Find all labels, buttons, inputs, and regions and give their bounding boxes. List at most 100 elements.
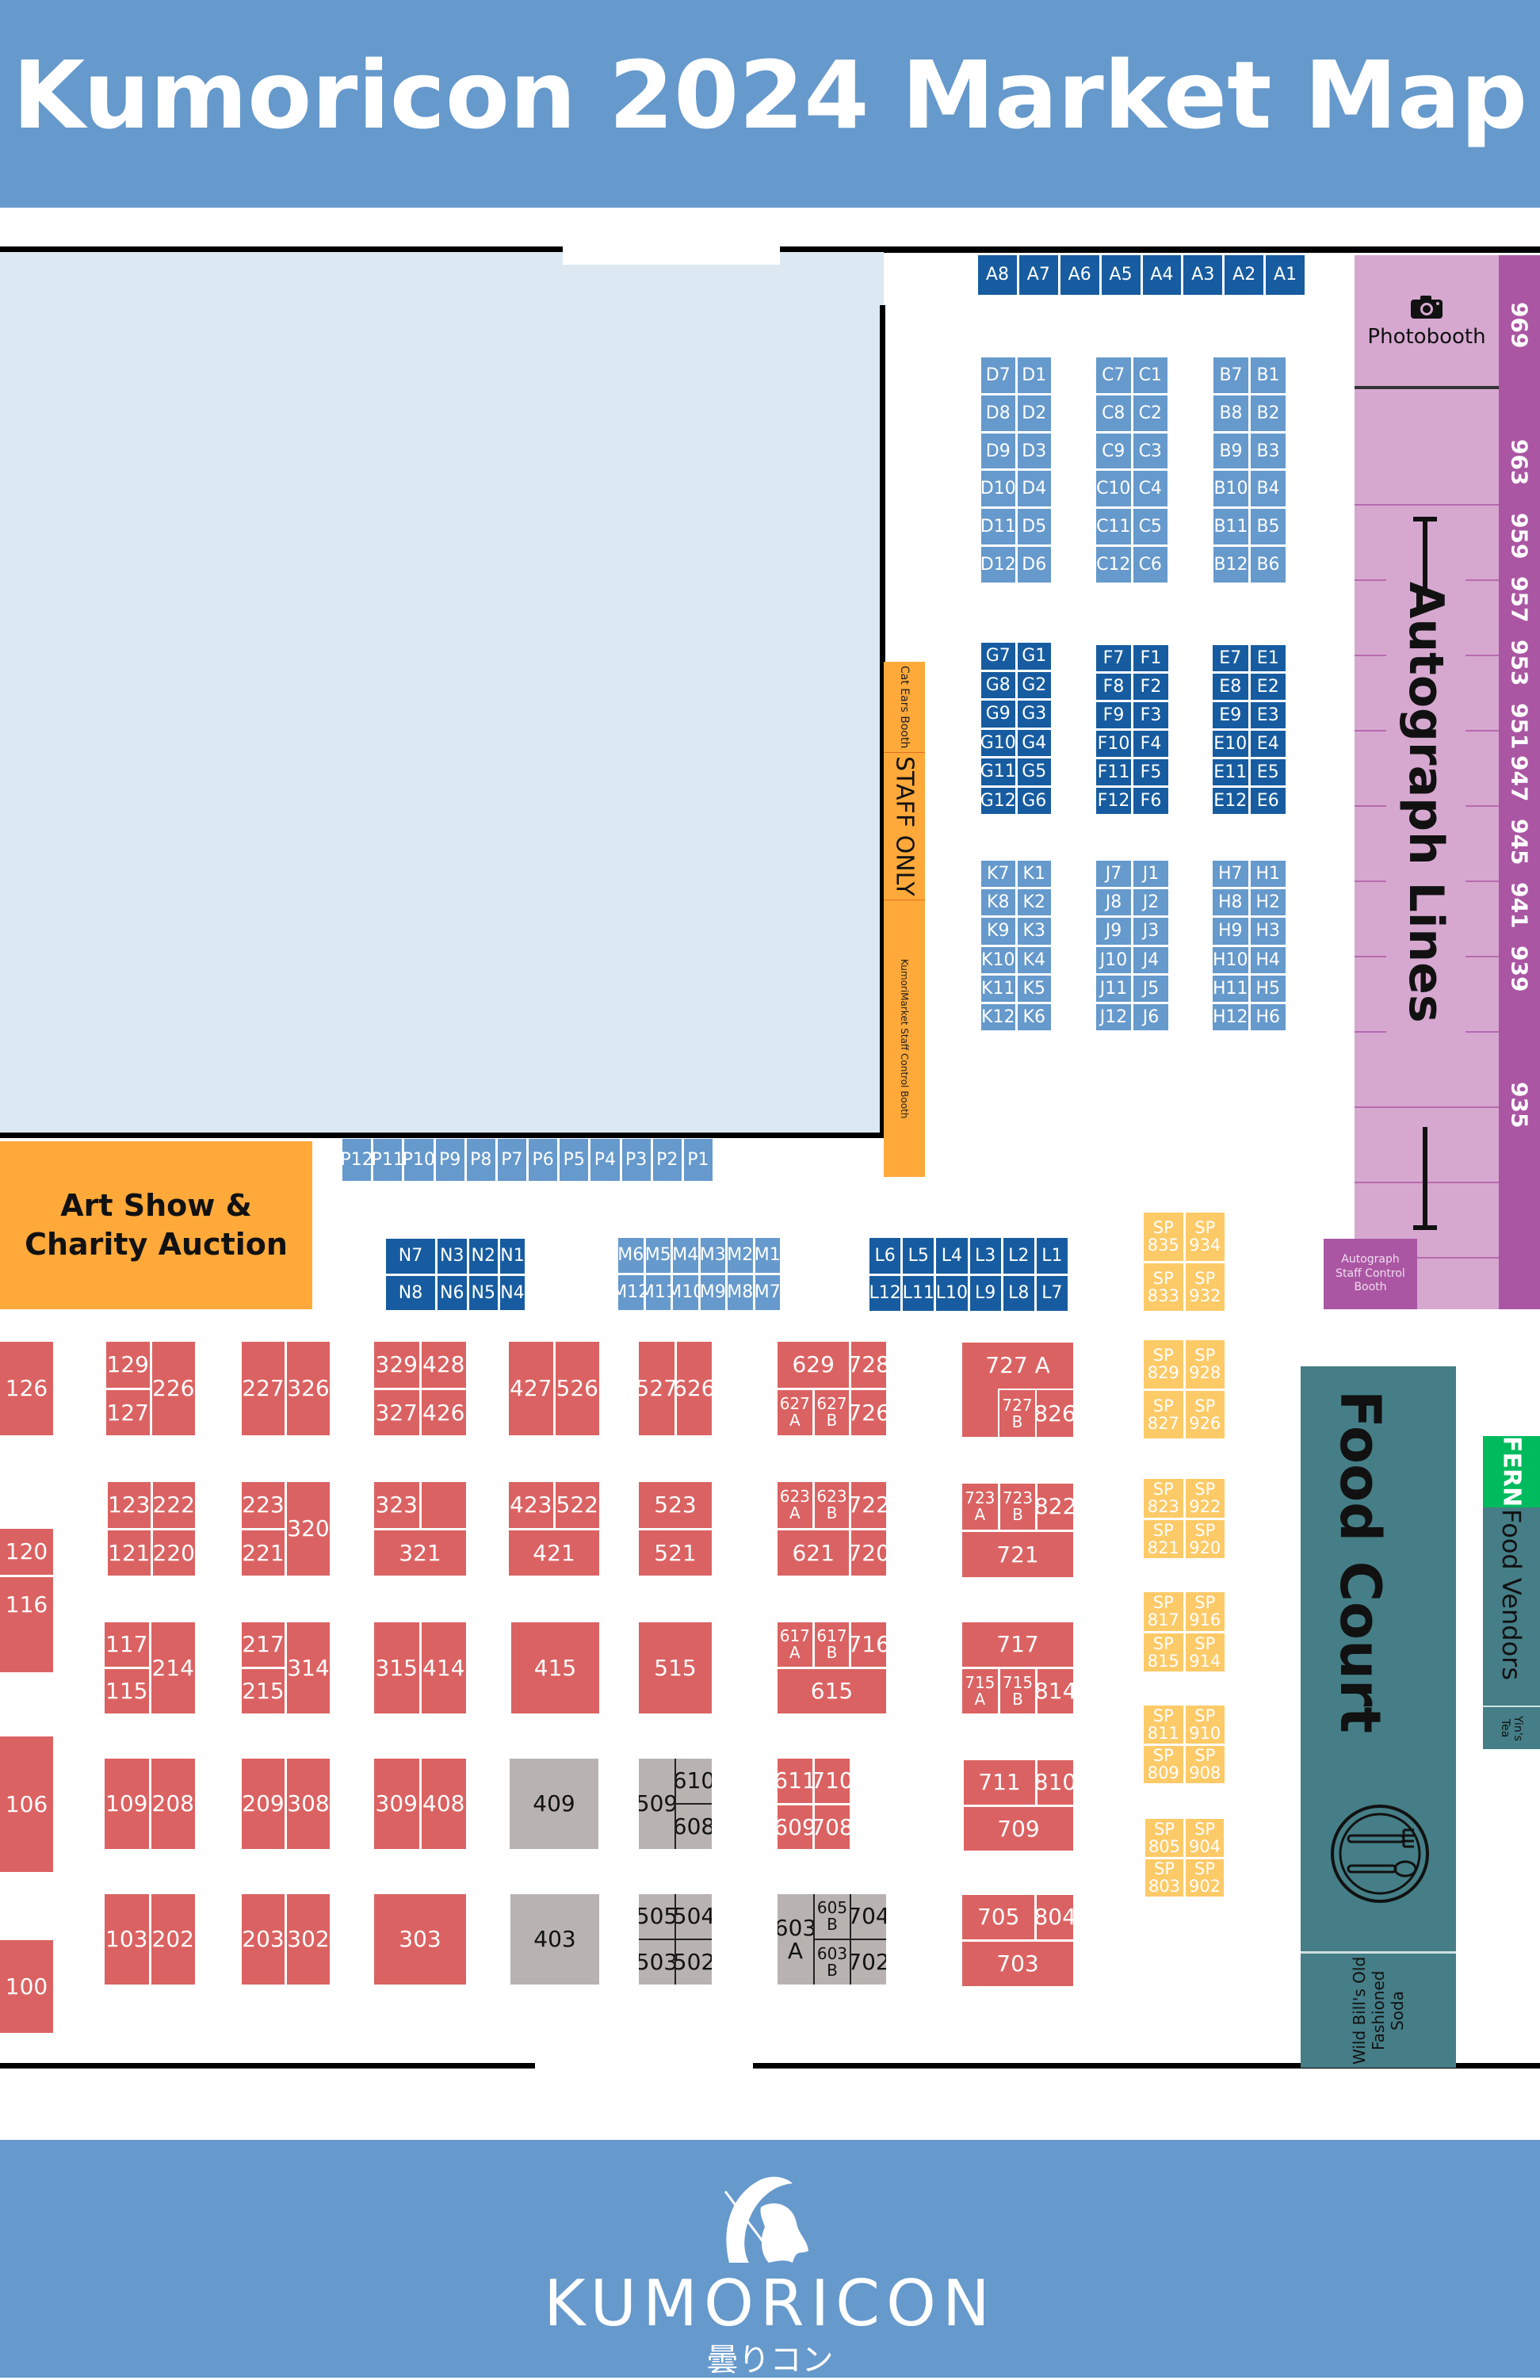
booth[interactable]: H5 <box>1250 975 1286 1002</box>
booth[interactable]: 209 <box>242 1759 285 1849</box>
booth[interactable]: 217 <box>242 1622 285 1667</box>
booth[interactable]: P10 <box>404 1139 434 1181</box>
booth[interactable]: G2 <box>1017 671 1051 698</box>
booth[interactable]: 726 <box>851 1389 886 1435</box>
booth[interactable]: F10 <box>1096 731 1131 757</box>
booth[interactable]: J8 <box>1096 889 1131 916</box>
booth[interactable]: 523 <box>639 1482 712 1528</box>
booth[interactable]: 502 <box>676 1949 712 1976</box>
booth[interactable]: D11 <box>981 509 1015 545</box>
booth[interactable]: F6 <box>1133 788 1168 814</box>
sp-booth[interactable]: SP 805 <box>1145 1819 1183 1857</box>
photobooth[interactable]: Photobooth <box>1355 255 1499 386</box>
booth[interactable]: 326 <box>287 1342 330 1435</box>
booth[interactable]: P9 <box>435 1139 464 1181</box>
booth[interactable]: H10 <box>1213 946 1248 973</box>
booth[interactable]: C3 <box>1133 433 1167 469</box>
booth[interactable]: C1 <box>1133 357 1167 393</box>
sp-booth[interactable]: SP 817 <box>1144 1592 1183 1631</box>
booth[interactable]: 526 <box>555 1342 599 1435</box>
booth[interactable]: H11 <box>1213 975 1248 1002</box>
booth[interactable]: M11 <box>645 1275 671 1310</box>
booth[interactable]: L3 <box>969 1238 1001 1274</box>
booth[interactable]: 321 <box>374 1530 466 1576</box>
booth[interactable]: B11 <box>1213 509 1248 545</box>
booth[interactable]: 822 <box>1037 1484 1073 1530</box>
booth[interactable]: D6 <box>1017 547 1051 583</box>
booth[interactable]: F2 <box>1133 674 1168 700</box>
booth[interactable]: B2 <box>1251 395 1286 431</box>
booth[interactable]: J6 <box>1133 1003 1168 1030</box>
booth[interactable]: G4 <box>1017 729 1051 756</box>
booth[interactable]: N6 <box>438 1275 467 1310</box>
booth[interactable]: 608 <box>676 1813 712 1840</box>
booth[interactable]: G1 <box>1017 643 1051 670</box>
booth[interactable]: E11 <box>1213 759 1248 785</box>
booth[interactable]: N1 <box>499 1239 525 1274</box>
booth[interactable]: 709 <box>964 1806 1073 1851</box>
booth[interactable]: J5 <box>1133 975 1168 1002</box>
booth[interactable]: F11 <box>1096 759 1131 785</box>
booth[interactable]: 603 A <box>778 1914 813 1964</box>
booth[interactable]: B6 <box>1251 547 1286 583</box>
sp-booth[interactable]: SP 835 <box>1144 1213 1183 1261</box>
booth[interactable]: F3 <box>1133 702 1168 728</box>
booth[interactable]: 109 <box>105 1759 149 1849</box>
booth[interactable]: H6 <box>1250 1003 1286 1030</box>
booth[interactable]: 426 <box>421 1389 466 1435</box>
booth[interactable]: B1 <box>1251 357 1286 393</box>
booth[interactable]: 203 <box>242 1894 285 1985</box>
sp-booth[interactable]: SP 908 <box>1185 1745 1225 1783</box>
booth[interactable]: M9 <box>700 1275 725 1310</box>
booth[interactable]: D4 <box>1017 471 1051 507</box>
booth[interactable]: 611 <box>778 1759 812 1803</box>
booth[interactable]: 214 <box>151 1622 195 1713</box>
booth[interactable]: 403 <box>510 1894 599 1985</box>
booth[interactable]: 129 <box>106 1342 150 1388</box>
booth[interactable]: K5 <box>1017 975 1051 1002</box>
booth[interactable]: 408 <box>421 1759 466 1849</box>
booth[interactable]: 626 <box>676 1342 712 1435</box>
booth[interactable]: 227 <box>242 1342 285 1435</box>
booth[interactable]: L5 <box>903 1238 934 1274</box>
booth[interactable]: 705 <box>962 1895 1035 1939</box>
booth[interactable]: L2 <box>1003 1238 1034 1274</box>
booth[interactable]: 605 B <box>816 1898 848 1934</box>
booth[interactable]: 116 <box>0 1577 53 1672</box>
booth[interactable]: C11 <box>1096 509 1131 545</box>
booth[interactable]: 504 <box>676 1903 712 1930</box>
booth[interactable]: P3 <box>621 1139 651 1181</box>
booth[interactable]: 810 <box>1037 1760 1073 1805</box>
booth[interactable]: L11 <box>903 1275 934 1311</box>
sp-booth[interactable]: SP 932 <box>1185 1263 1225 1311</box>
booth[interactable]: 421 <box>509 1530 599 1576</box>
booth[interactable]: G10 <box>981 729 1015 756</box>
booth[interactable]: 629 <box>778 1342 850 1388</box>
booth[interactable]: B7 <box>1213 357 1248 393</box>
booth[interactable]: 727 B <box>1002 1395 1033 1431</box>
booth[interactable]: 309 <box>374 1759 419 1849</box>
sp-booth[interactable]: SP 811 <box>1144 1706 1183 1744</box>
booth[interactable]: E1 <box>1250 645 1286 671</box>
sp-booth[interactable]: SP 823 <box>1144 1479 1183 1518</box>
booth[interactable]: B10 <box>1213 471 1248 507</box>
booth[interactable]: L9 <box>969 1275 1001 1311</box>
booth[interactable]: 609 <box>778 1805 812 1849</box>
booth[interactable]: A5 <box>1101 255 1141 295</box>
booth[interactable]: 315 <box>374 1622 419 1713</box>
booth[interactable]: 106 <box>5 1790 48 1817</box>
booth[interactable]: H9 <box>1213 918 1248 945</box>
booth[interactable]: L12 <box>869 1275 901 1311</box>
booth[interactable]: 721 <box>962 1531 1073 1577</box>
booth[interactable]: A3 <box>1183 255 1223 295</box>
booth[interactable]: 722 <box>851 1482 886 1528</box>
booth[interactable]: D3 <box>1017 433 1051 469</box>
booth[interactable]: A4 <box>1142 255 1182 295</box>
booth[interactable]: A2 <box>1225 255 1264 295</box>
sp-booth[interactable]: SP 829 <box>1144 1340 1183 1389</box>
booth[interactable]: 826 <box>1037 1400 1073 1427</box>
booth[interactable]: 521 <box>639 1530 712 1576</box>
sp-booth[interactable]: SP 833 <box>1144 1263 1183 1311</box>
booth[interactable]: E4 <box>1250 731 1286 757</box>
booth[interactable]: G8 <box>981 671 1015 698</box>
